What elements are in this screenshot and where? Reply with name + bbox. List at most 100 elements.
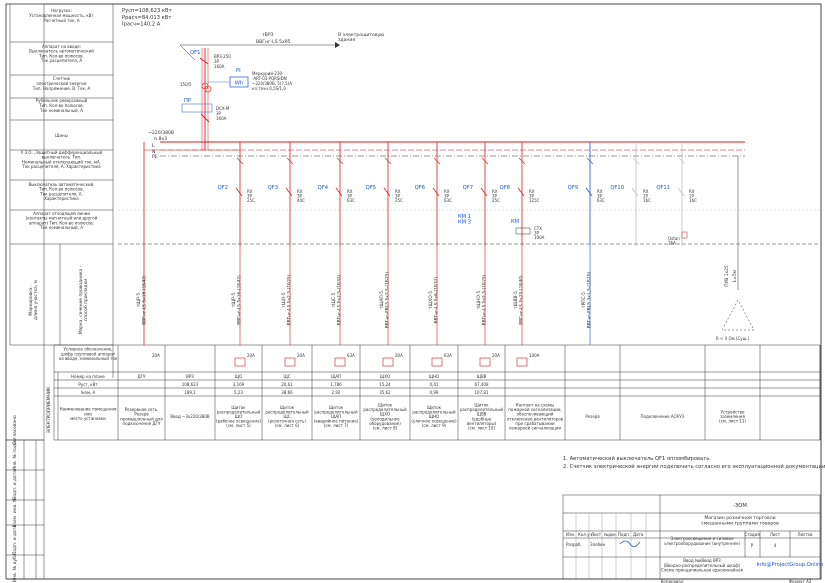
text-line: ЩО bbox=[235, 414, 243, 419]
stage-header: Листов bbox=[798, 532, 814, 537]
side-stamp-label: Подп. и дата bbox=[12, 470, 18, 500]
text-line: Ток расцепителя, А bbox=[40, 58, 82, 63]
text-line: ВВГнг-FRLS 3х1,5-(1Б20) bbox=[586, 271, 592, 328]
disconnect-icon bbox=[336, 157, 344, 165]
text-line: 4 bbox=[774, 543, 777, 548]
text-line: L bbox=[152, 143, 155, 149]
text-line: тЩАП-5 bbox=[379, 291, 385, 309]
circuit-code: ЩС bbox=[283, 374, 290, 379]
total-power: 108,623 bbox=[182, 382, 199, 387]
ground-cable-code: ПУВ 1х25 bbox=[724, 265, 730, 287]
text-line: Щиток bbox=[427, 405, 442, 410]
text-line: Руст, кВт bbox=[78, 382, 98, 387]
text-line: QF5 bbox=[366, 185, 376, 191]
text-line: Выключатель автоматический bbox=[29, 49, 94, 54]
text-line: Счетчик bbox=[53, 76, 71, 81]
input-feed-line bbox=[179, 44, 196, 61]
text-line: КМ 1 bbox=[458, 214, 471, 220]
text-line: 20А bbox=[395, 353, 403, 358]
distribution-board-icon bbox=[334, 357, 346, 367]
text-line: (см. лист 11) bbox=[719, 419, 746, 424]
cable-spec: тЩАП-5ВВГнг-FRLS 5х2,5-(1Б25) bbox=[379, 271, 390, 328]
text-line: 63А bbox=[444, 353, 452, 358]
circuit-power: 15,24 bbox=[379, 382, 391, 387]
text-line: 67,408 bbox=[475, 382, 489, 387]
text-line: Ток номинальный, А bbox=[39, 225, 83, 230]
text-line: 16А bbox=[668, 241, 676, 246]
side-stamp-label: Инв. № дубл. bbox=[11, 552, 18, 582]
circuit-current: 5,23 bbox=[234, 390, 243, 395]
text-line: 16С bbox=[689, 198, 697, 203]
text-line: RX bbox=[492, 189, 498, 194]
text-line: Резервная сеть. bbox=[125, 407, 159, 412]
text-line: 189,1 bbox=[184, 390, 196, 395]
text-line: Ток расцепителя, А. bbox=[39, 191, 82, 196]
text-line: RX bbox=[395, 189, 401, 194]
left-table-vertical: Марка, сечение проводника -способ прокла… bbox=[78, 265, 89, 334]
text-line: Тип. Кол-во полюсов. bbox=[38, 103, 84, 108]
text-line: 160А bbox=[216, 116, 227, 121]
device-rating: 20А bbox=[297, 353, 305, 358]
text-line: ВРЗ bbox=[186, 374, 194, 379]
text-line: ЩНО bbox=[429, 414, 440, 419]
device-rating: 20А bbox=[492, 353, 500, 358]
copied-label: Копировал bbox=[661, 579, 684, 583]
text-line: обеспечивающий bbox=[517, 412, 554, 417]
text-line: тЩХО-5 bbox=[428, 291, 434, 309]
text-line: электрической энергии bbox=[37, 81, 87, 86]
total-current: 189,1 bbox=[184, 390, 196, 395]
text-line: 20,61 bbox=[281, 382, 293, 387]
ground-resistance: R < 4 Ом (Сущ.) bbox=[716, 336, 750, 341]
circuit-code: ЩО bbox=[235, 374, 243, 379]
text-line: 38,66 bbox=[281, 390, 293, 395]
text-line: QF4 bbox=[318, 185, 329, 191]
disconnect-icon bbox=[678, 157, 686, 165]
text-line: Электроосвещение и силовое bbox=[670, 536, 734, 541]
text-line: ЩС bbox=[283, 374, 290, 379]
text-line: (аварийное питание) bbox=[314, 419, 359, 424]
text-line: ЩХО bbox=[380, 412, 390, 417]
text-line: QF8 bbox=[500, 185, 510, 191]
text-line: пожарной сигнализации, bbox=[508, 407, 561, 412]
text-line: тЩР-5 bbox=[136, 293, 142, 308]
text-line: 3Р bbox=[216, 111, 222, 116]
arrow-icon bbox=[335, 42, 340, 48]
text-line: RX bbox=[597, 189, 603, 194]
text-line: 1Р bbox=[689, 194, 695, 199]
breaker-label: QF9 bbox=[568, 185, 578, 191]
text-line: 3Р bbox=[444, 194, 450, 199]
drawing-area bbox=[43, 3, 822, 580]
text-line: (см. лист 9) bbox=[422, 423, 447, 428]
text-line: QF11 bbox=[656, 185, 670, 191]
text-line: Магазин розничной торговли bbox=[704, 514, 775, 521]
text-line: Номинальный отключающий ток, мА. bbox=[22, 159, 101, 164]
text-line: Маркировка - bbox=[28, 284, 34, 316]
circuit-code: ЩАП bbox=[331, 374, 341, 379]
text-line: RX bbox=[643, 189, 649, 194]
circuit-name: Резерв bbox=[585, 414, 600, 419]
text-line: тЩНО-5 bbox=[476, 291, 482, 310]
row-header: Номер на плане bbox=[71, 374, 105, 379]
breaker-icon bbox=[285, 187, 293, 197]
disconnect-icon bbox=[384, 157, 392, 165]
device-rating: 63А bbox=[444, 353, 452, 358]
bus-n-label: N bbox=[152, 149, 155, 155]
table-vertical-label: ЭЛЕКТРОПРИЕМНИК bbox=[46, 386, 52, 433]
text-line: распределительный bbox=[217, 409, 261, 414]
text-line: 63С bbox=[444, 198, 452, 203]
text-line: Лист bbox=[770, 532, 781, 537]
note-line: 2. Счетчик электрической энергии подключ… bbox=[563, 463, 825, 470]
disconnect-icon bbox=[236, 157, 244, 165]
text-line: (см. лист 5) bbox=[226, 423, 251, 428]
cable-spec: тЩС-5ВВГнг-LS 5х2,5-(1Б32) bbox=[331, 274, 342, 325]
